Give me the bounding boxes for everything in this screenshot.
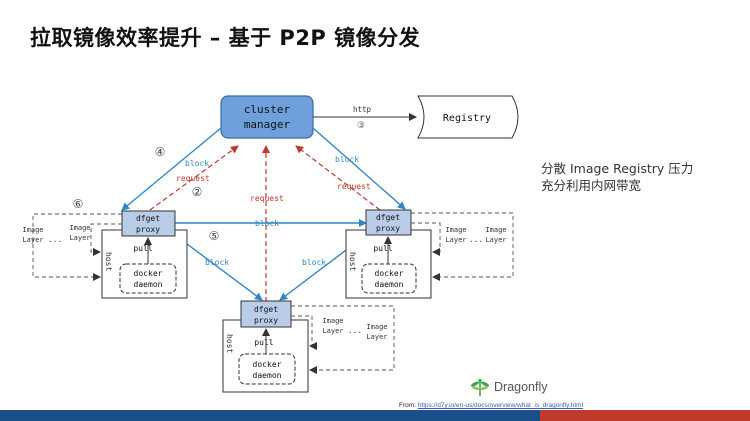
dfget-proxy-label: dfget [254, 305, 278, 314]
image-layer-label: Layer [485, 236, 506, 244]
docker-daemon-label: docker [134, 269, 163, 278]
image-layer-label: Image [485, 226, 506, 234]
block-label: block [335, 155, 359, 164]
image-layer-label: Image [445, 226, 466, 234]
request-label: request [337, 182, 371, 191]
bottom-peer: host dfget proxy pull docker daemon Imag… [222, 300, 395, 393]
pull-label: pull [373, 244, 392, 253]
left-peer: host dfget proxy pull docker daemon Imag… [22, 210, 188, 299]
image-layer-label: Image [69, 224, 90, 232]
bottom-color-bar [0, 410, 750, 421]
right-peer: host dfget proxy pull docker daemon Imag… [345, 209, 514, 299]
step-5-marker: ⑤ [209, 229, 220, 243]
dfget-proxy-label: proxy [254, 316, 278, 325]
pull-label: pull [254, 338, 273, 347]
p2p-distribution-diagram: cluster manager Registry http ③ ④ ② ⑥ ⑤ … [22, 95, 519, 393]
dfget-proxy-label: dfget [376, 213, 400, 222]
cluster-manager-label: manager [244, 118, 291, 131]
ellipsis-label: ... [348, 326, 362, 335]
step-3-marker: ③ [357, 120, 365, 130]
image-layer-label: Layer [69, 234, 90, 242]
pull-label: pull [133, 244, 152, 253]
block-label: block [205, 258, 229, 267]
block-label: block [185, 159, 209, 168]
ellipsis-label: ... [48, 235, 62, 244]
cluster-manager-label: cluster [244, 103, 291, 116]
block-label: block [302, 258, 326, 267]
host-label: host [104, 252, 113, 271]
ellipsis-label: ... [469, 235, 483, 244]
request-label: request [176, 174, 210, 183]
registry-label: Registry [443, 113, 491, 124]
step-2-marker: ② [192, 185, 203, 199]
dragonfly-logo-text: Dragonfly [494, 380, 548, 394]
dfget-proxy-label: proxy [376, 224, 400, 233]
docker-daemon-label: docker [253, 360, 282, 369]
side-note-line: 充分利用内网带宽 [541, 178, 642, 193]
docker-daemon-label: daemon [375, 280, 404, 289]
host-label: host [348, 252, 357, 271]
image-layer-label: Image [366, 323, 387, 331]
docker-daemon-label: docker [375, 269, 404, 278]
image-layer-label: Layer [366, 333, 387, 341]
registry-shape [417, 95, 519, 139]
dragonfly-logo-icon [470, 378, 490, 396]
slide-title: 拉取镜像效率提升 – 基于 P2P 镜像分发 [30, 26, 421, 50]
docker-daemon-label: daemon [134, 280, 163, 289]
dfget-proxy-label: proxy [136, 225, 160, 234]
docker-daemon-label: daemon [253, 371, 282, 380]
image-layer-label: Layer [22, 236, 43, 244]
http-label: http [353, 105, 372, 114]
image-layer-label: Layer [322, 327, 343, 335]
side-note-line: 分散 Image Registry 压力 [541, 161, 694, 176]
image-layer-label: Image [22, 226, 43, 234]
image-layer-label: Image [322, 317, 343, 325]
request-label: request [250, 194, 284, 203]
source-citation: From: https://d7y.io/en-us/docs/overview… [399, 402, 583, 409]
block-label: block [255, 219, 279, 228]
step-4-marker: ④ [155, 145, 166, 159]
dragonfly-logo: Dragonfly [470, 377, 548, 397]
image-layer-label: Layer [445, 236, 466, 244]
side-note: 分散 Image Registry 压力 充分利用内网带宽 [541, 160, 731, 194]
dfget-proxy-label: dfget [136, 214, 160, 223]
source-label: From: [399, 402, 416, 409]
source-link[interactable]: https://d7y.io/en-us/docs/overview/what_… [417, 402, 584, 409]
step-6-marker: ⑥ [73, 197, 84, 211]
host-label: host [225, 334, 234, 353]
